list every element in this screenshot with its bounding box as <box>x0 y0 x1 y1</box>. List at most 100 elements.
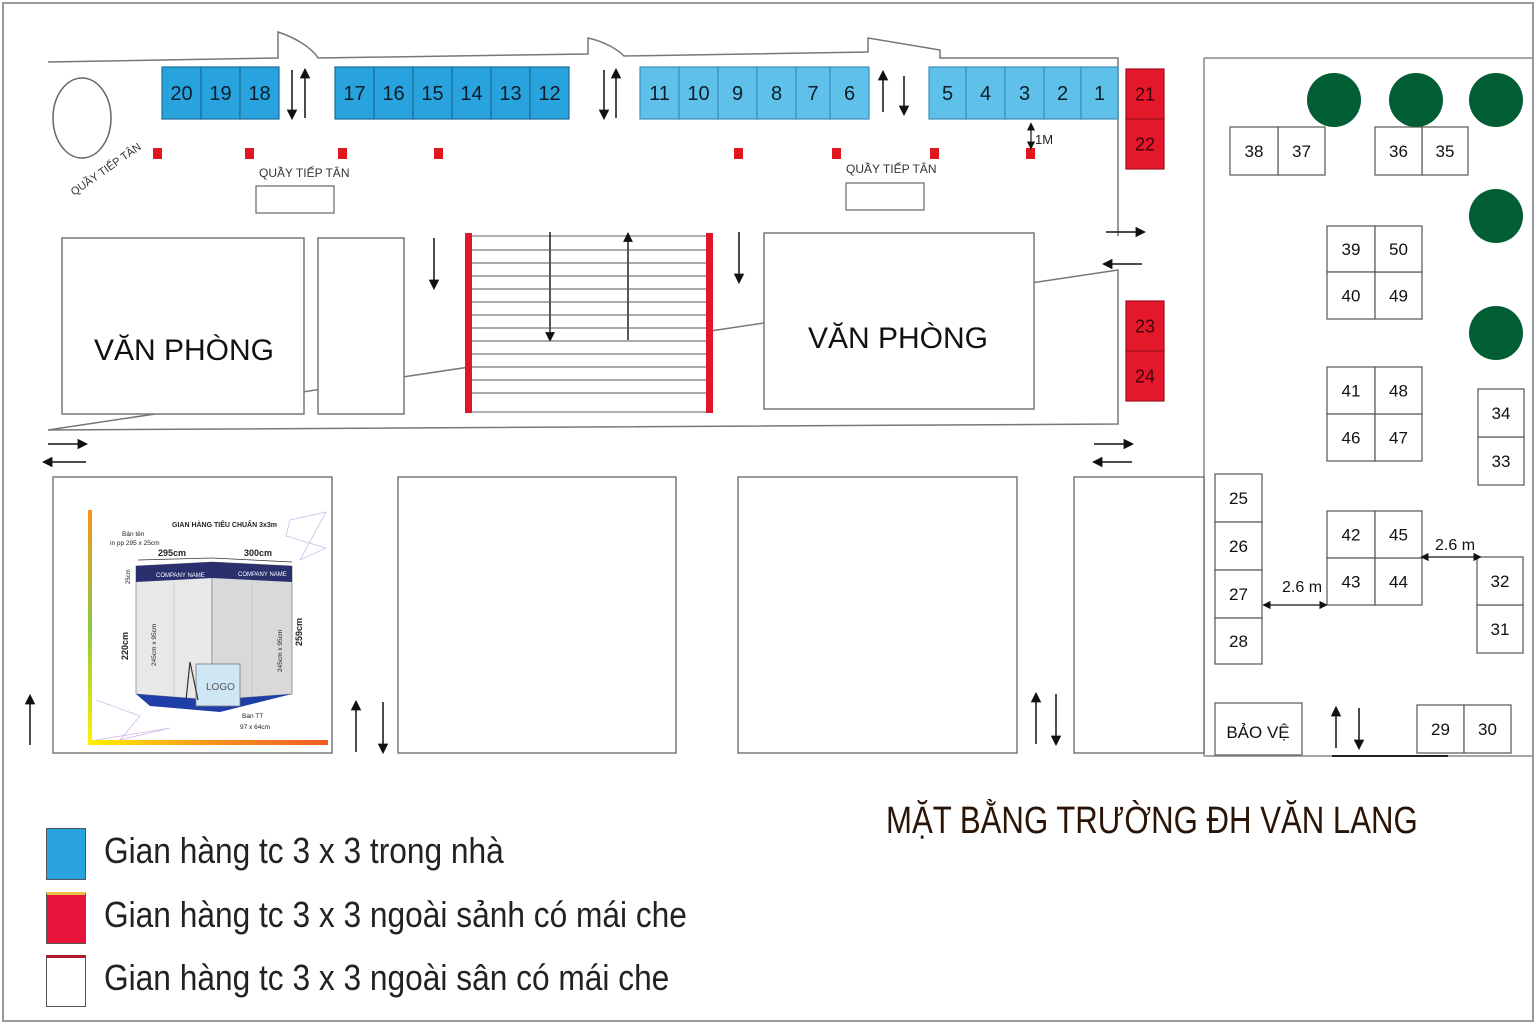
booth-number: 20 <box>170 83 192 105</box>
booth-sample-nameboard: Bản tên <box>122 531 145 538</box>
booth-18: 18 <box>239 66 280 120</box>
booth-27: 27 <box>1214 569 1263 619</box>
reception-label-3: QUẦY TIẾP TÂN <box>846 161 936 176</box>
booth-47: 47 <box>1374 413 1423 462</box>
legend-label-indoor: Gian hàng tc 3 x 3 trong nhà <box>104 830 504 871</box>
booth-30: 30 <box>1463 704 1512 754</box>
booth-44: 44 <box>1374 557 1423 606</box>
booth-number: 35 <box>1436 142 1455 161</box>
tree-icon <box>1469 189 1523 243</box>
central-staircase <box>465 232 713 413</box>
booth-49: 49 <box>1374 271 1423 320</box>
pillar-marker <box>832 148 841 159</box>
booth-number: 42 <box>1342 526 1361 545</box>
booth-sample-nameboard-size: in pp 295 x 25cm <box>110 540 160 547</box>
booth-26: 26 <box>1214 521 1263 571</box>
office-right-label: VĂN PHÒNG <box>808 322 988 355</box>
security-label: BẢO VỆ <box>1226 723 1289 742</box>
booth-37: 37 <box>1277 126 1326 176</box>
lower-block-4 <box>1073 476 1205 754</box>
office-left <box>61 237 305 415</box>
booth-sample-desk: Bàn TT <box>242 713 263 720</box>
tree-icon <box>1469 73 1523 127</box>
booth-number: 8 <box>771 83 782 105</box>
legend-label-outdoor: Gian hàng tc 3 x 3 ngoài sân có mái che <box>104 957 670 998</box>
pillar-marker <box>245 148 254 159</box>
map-title: MẶT BẰNG TRƯỜNG ĐH VĂN LANG <box>886 800 1418 842</box>
booth-number: 25 <box>1229 489 1248 508</box>
booth-21: 21 <box>1125 68 1165 120</box>
legend-item-covered-hall: Gian hàng tc 3 x 3 ngoài sảnh có mái che <box>46 892 746 952</box>
booth-number: 7 <box>807 83 818 105</box>
booth-sample-width-left: 295cm <box>158 548 186 558</box>
booth-number: 13 <box>499 83 521 105</box>
booth-25: 25 <box>1214 473 1263 523</box>
tree-icon <box>1389 73 1443 127</box>
reception-desk-3 <box>845 182 925 211</box>
office-right <box>763 232 1035 410</box>
booth-number: 37 <box>1292 142 1311 161</box>
booth-6: 6 <box>829 66 870 120</box>
booth-33: 33 <box>1477 436 1525 486</box>
legend-swatch-outdoor <box>46 955 86 1007</box>
gap-right-label: 2.6 m <box>1435 537 1475 554</box>
booth-number: 49 <box>1389 287 1408 306</box>
booth-50: 50 <box>1374 225 1423 273</box>
legend-label-covered-hall: Gian hàng tc 3 x 3 ngoài sảnh có mái che <box>104 894 687 935</box>
booth-number: 36 <box>1389 142 1408 161</box>
booth-sample-height-right: 259cm <box>294 618 304 646</box>
booth-1: 1 <box>1080 66 1119 120</box>
booth-sample-company-left: COMPANY NAME <box>156 573 205 579</box>
booth-sample-panel-left: 245cm x 95cm <box>151 624 158 666</box>
booth-number: 40 <box>1342 287 1361 306</box>
booth-number: 18 <box>248 83 270 105</box>
booth-number: 23 <box>1135 316 1155 336</box>
booth-12: 12 <box>529 66 570 120</box>
booth-number: 3 <box>1019 83 1030 105</box>
booth-number: 28 <box>1229 632 1248 651</box>
booth-number: 19 <box>209 83 231 105</box>
booth-number: 22 <box>1135 134 1155 154</box>
booth-number: 39 <box>1342 240 1361 259</box>
booth-14: 14 <box>451 66 492 120</box>
security-booth <box>1214 702 1303 756</box>
reception-desk-2 <box>255 185 335 214</box>
gap-1m-label: 1M <box>1035 132 1053 147</box>
booth-number: 27 <box>1229 585 1248 604</box>
booth-number: 17 <box>343 83 365 105</box>
legend-item-outdoor: Gian hàng tc 3 x 3 ngoài sân có mái che <box>46 955 746 1015</box>
booth-48: 48 <box>1374 366 1423 415</box>
pillar-marker <box>1026 148 1035 159</box>
booth-number: 12 <box>538 83 560 105</box>
booth-number: 16 <box>382 83 404 105</box>
booth-sample-logo: LOGO <box>206 682 235 693</box>
tree-icon <box>1469 306 1523 360</box>
booth-17: 17 <box>334 66 375 120</box>
booth-sample-height-outer: 220cm <box>120 632 130 660</box>
booth-39: 39 <box>1326 225 1376 273</box>
booth-10: 10 <box>678 66 719 120</box>
booth-38: 38 <box>1229 126 1279 176</box>
gap-left-label: 2.6 m <box>1282 579 1322 596</box>
circulation-arrows <box>24 67 1365 755</box>
booth-16: 16 <box>373 66 414 120</box>
booth-number: 24 <box>1135 366 1155 386</box>
trees <box>1307 73 1523 360</box>
booth-number: 14 <box>460 83 482 105</box>
booth-13: 13 <box>490 66 531 120</box>
office-left-annex <box>317 237 405 415</box>
reception-desk-round <box>52 77 112 159</box>
booth-number: 10 <box>687 83 709 105</box>
booth-number: 5 <box>942 83 953 105</box>
booth-number: 48 <box>1389 382 1408 401</box>
booth-number: 21 <box>1135 84 1155 104</box>
booth-number: 2 <box>1057 83 1068 105</box>
booth-19: 19 <box>200 66 241 120</box>
booth-11: 11 <box>639 66 680 120</box>
booth-41: 41 <box>1326 366 1376 415</box>
booth-number: 33 <box>1492 452 1511 471</box>
booth-22: 22 <box>1125 118 1165 170</box>
